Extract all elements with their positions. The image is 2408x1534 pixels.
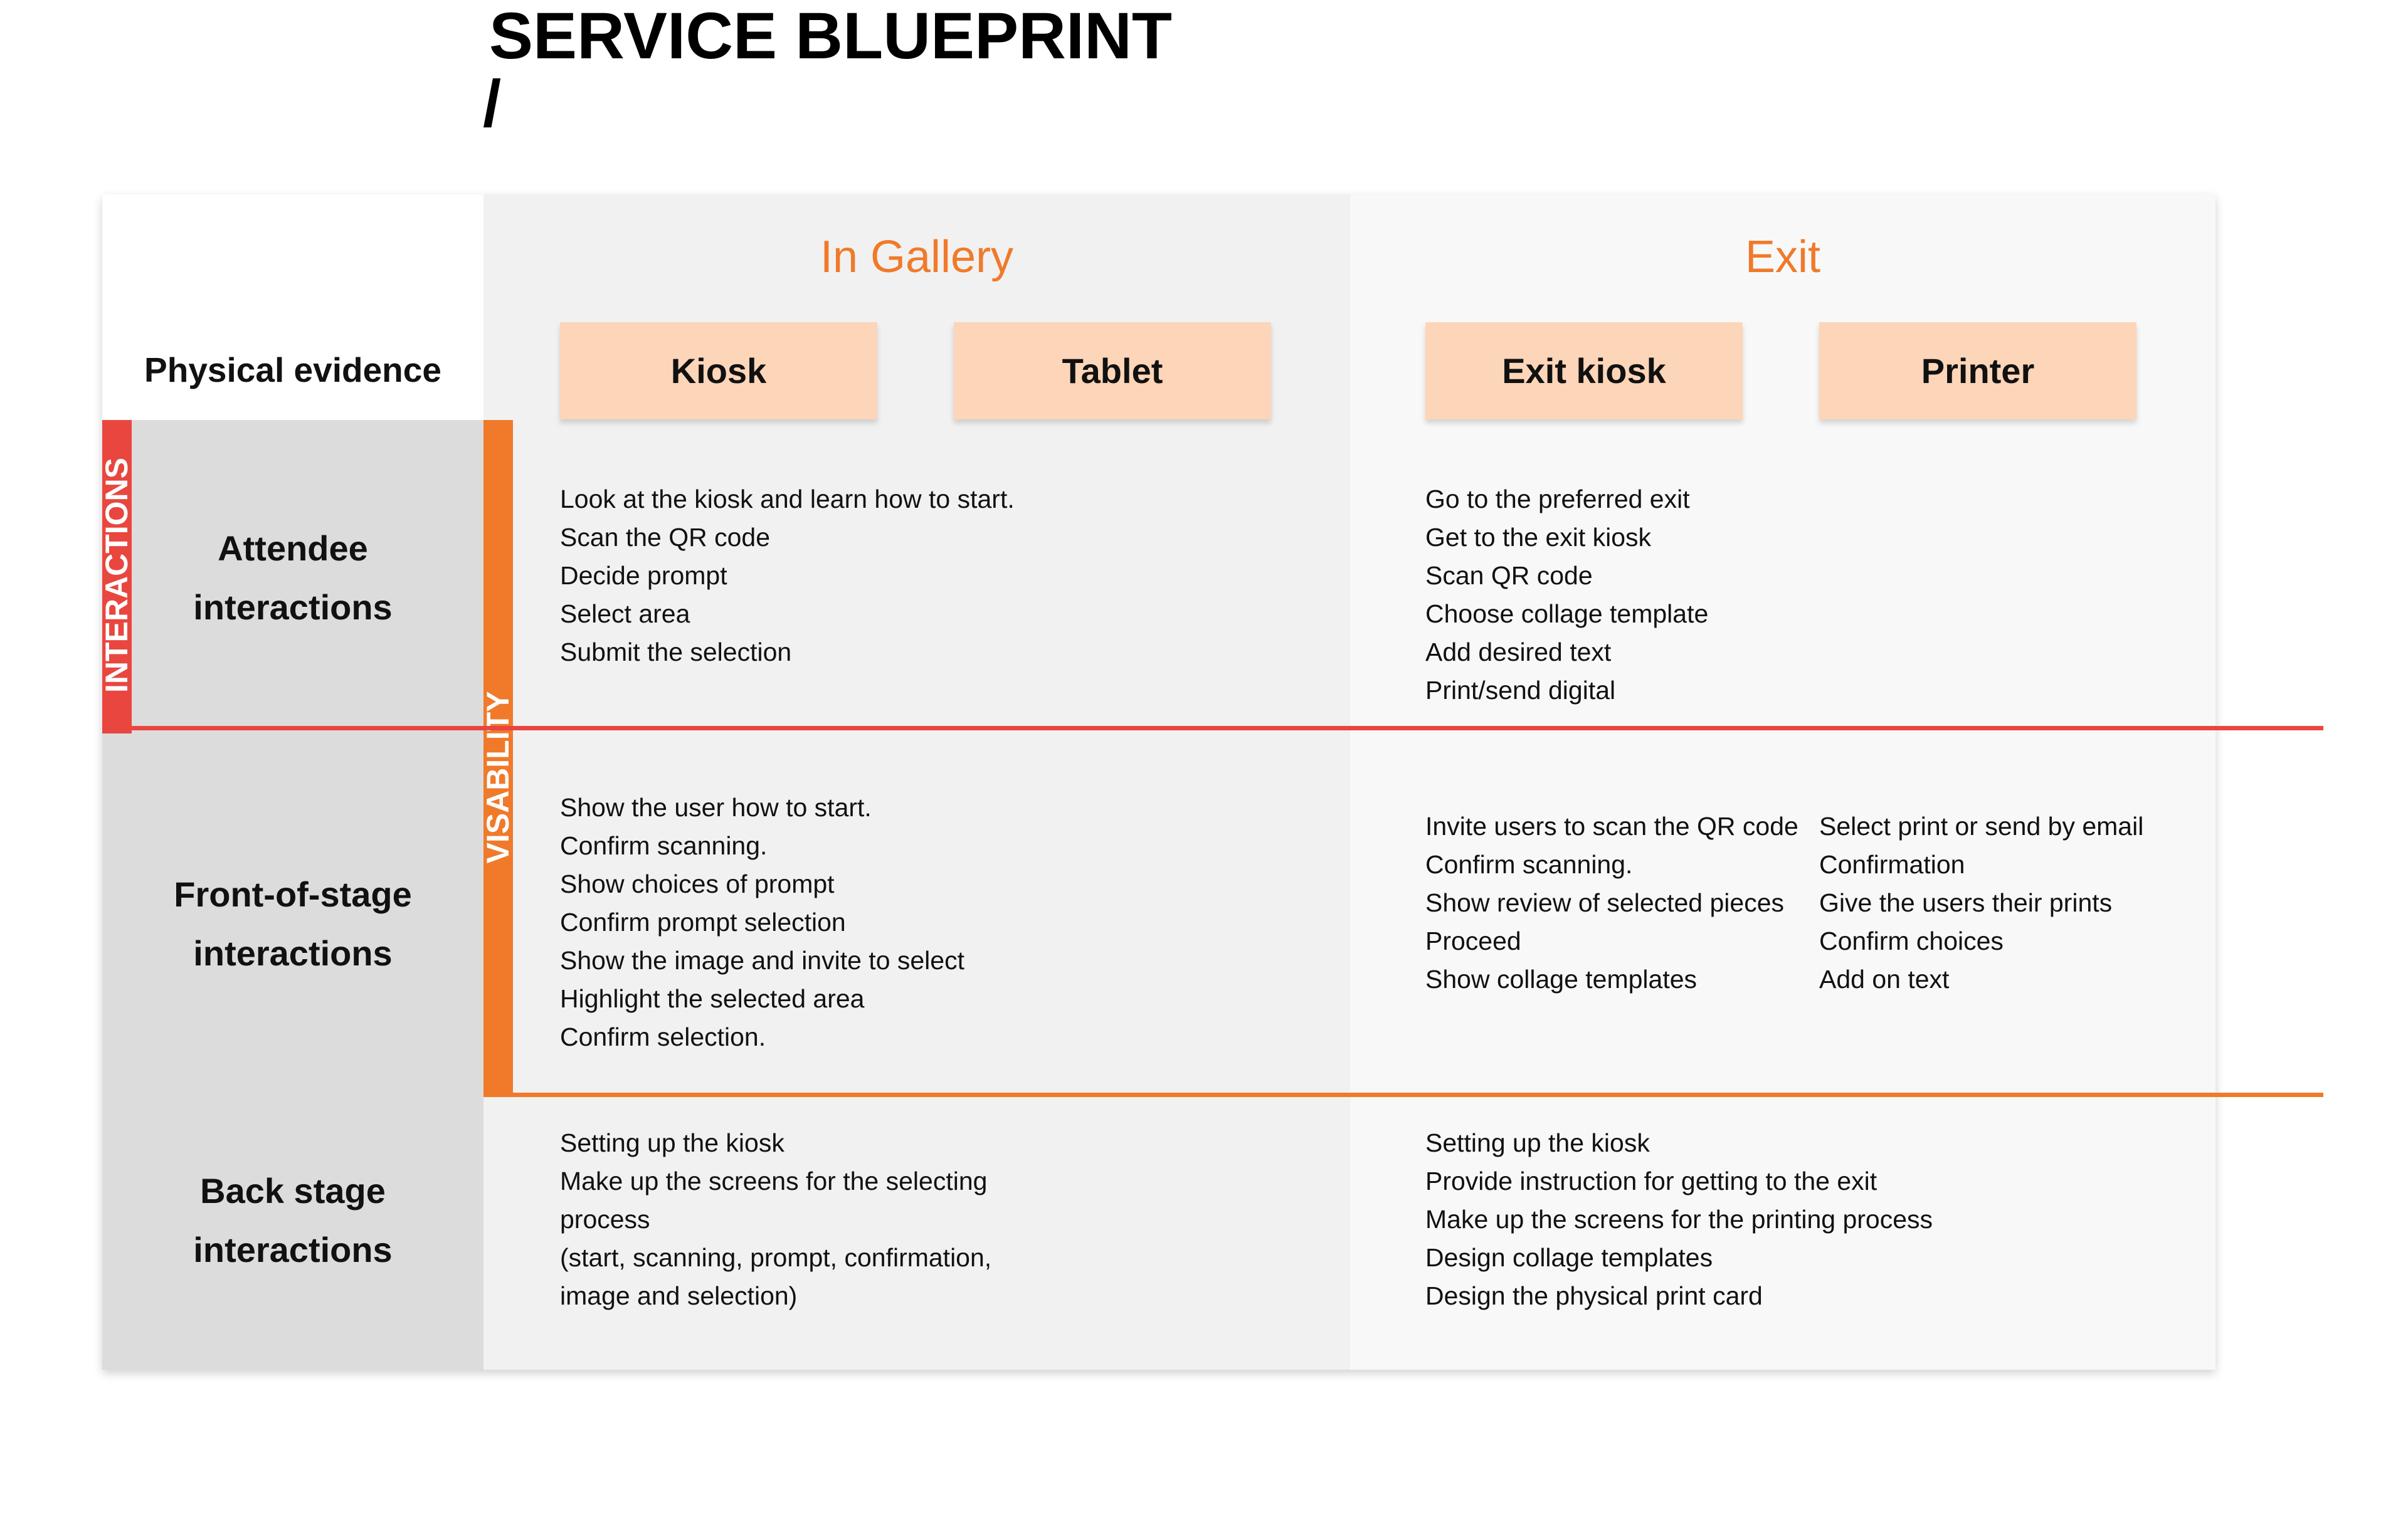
list-item: (start, scanning, prompt, confirmation, (560, 1243, 992, 1272)
page-title: SERVICE BLUEPRINT (489, 0, 1173, 73)
phase-title-gallery: In Gallery (820, 232, 1014, 282)
row-label-attendee-line1: Attendee (218, 528, 368, 568)
phase-title-exit: Exit (1745, 232, 1821, 282)
attendee-gallery-list: Look at the kiosk and learn how to start… (560, 480, 1015, 671)
back-gallery-list: Setting up the kiosk Make up the screens… (560, 1124, 991, 1315)
list-item: Choose collage template (1425, 599, 1709, 628)
row-label-attendee: Attendee interactions (102, 519, 483, 637)
physical-evidence-label: Physical evidence (144, 350, 441, 389)
list-item: Provide instruction for getting to the e… (1425, 1167, 1877, 1195)
front-gallery-list: Show the user how to start. Confirm scan… (560, 789, 964, 1056)
list-item: Confirmation (1819, 850, 1965, 879)
list-item: Design collage templates (1425, 1243, 1713, 1272)
list-item: Add desired text (1425, 638, 1612, 666)
list-item: Setting up the kiosk (1425, 1128, 1650, 1157)
visibility-side-label: VISABILITY (480, 691, 515, 864)
list-item: Scan the QR code (560, 523, 771, 552)
list-item: Show choices of prompt (560, 869, 835, 898)
list-item: Decide prompt (560, 561, 727, 590)
row-label-front-line2: interactions (193, 933, 393, 973)
list-item: Show review of selected pieces (1425, 888, 1785, 917)
row-label-front-line1: Front-of-stage (174, 875, 412, 914)
row-label-back-line2: interactions (193, 1230, 393, 1269)
list-item: Select area (560, 599, 690, 628)
row-label-front: Front-of-stage interactions (102, 865, 483, 983)
list-item: Invite users to scan the QR code (1425, 812, 1798, 841)
evidence-card-tablet: Tablet (954, 322, 1271, 419)
front-exit-right-list: Select print or send by email Confirmati… (1819, 807, 2143, 999)
list-item: Show collage templates (1425, 965, 1698, 994)
list-item: Show the image and invite to select (560, 946, 964, 975)
list-item: Add on text (1819, 965, 1950, 994)
line-of-visibility (513, 1093, 2323, 1097)
list-item: Print/send digital (1425, 676, 1616, 705)
list-item: Design the physical print card (1425, 1281, 1763, 1310)
list-item: Submit the selection (560, 638, 792, 666)
front-exit-left-list: Invite users to scan the QR code Confirm… (1425, 807, 1798, 999)
list-item: Give the users their prints (1819, 888, 2113, 917)
title-slash: / (483, 67, 502, 140)
list-item: Setting up the kiosk (560, 1128, 784, 1157)
evidence-card-exit-kiosk: Exit kiosk (1425, 322, 1743, 419)
list-item: Go to the preferred exit (1425, 485, 1690, 513)
row-label-back: Back stage interactions (102, 1162, 483, 1279)
line-of-interaction (132, 726, 2323, 730)
row-label-column (102, 420, 483, 1370)
evidence-card-printer: Printer (1819, 322, 2136, 419)
list-item: Highlight the selected area (560, 984, 865, 1013)
visibility-bar: VISABILITY (480, 420, 515, 1097)
list-item: Scan QR code (1425, 561, 1593, 590)
list-item: Confirm prompt selection (560, 908, 846, 937)
row-label-attendee-line2: interactions (193, 587, 393, 627)
interactions-bar: INTERACTIONS (99, 420, 134, 733)
attendee-exit-list: Go to the preferred exit Get to the exit… (1425, 480, 1708, 710)
back-exit-list: Setting up the kiosk Provide instruction… (1425, 1124, 1933, 1315)
list-item: Proceed (1425, 927, 1521, 955)
list-item: Confirm scanning. (560, 831, 768, 860)
list-item: process (560, 1205, 650, 1234)
row-label-back-line1: Back stage (200, 1171, 386, 1211)
list-item: Show the user how to start. (560, 793, 872, 822)
list-item: image and selection) (560, 1281, 798, 1310)
list-item: Look at the kiosk and learn how to start… (560, 485, 1015, 513)
list-item: Confirm scanning. (1425, 850, 1633, 879)
list-item: Make up the screens for the printing pro… (1425, 1205, 1933, 1234)
list-item: Confirm choices (1819, 927, 2004, 955)
list-item: Get to the exit kiosk (1425, 523, 1652, 552)
evidence-card-kiosk: Kiosk (560, 322, 877, 419)
list-item: Confirm selection. (560, 1022, 766, 1051)
list-item: Make up the screens for the selecting (560, 1167, 988, 1195)
list-item: Select print or send by email (1819, 812, 2144, 841)
